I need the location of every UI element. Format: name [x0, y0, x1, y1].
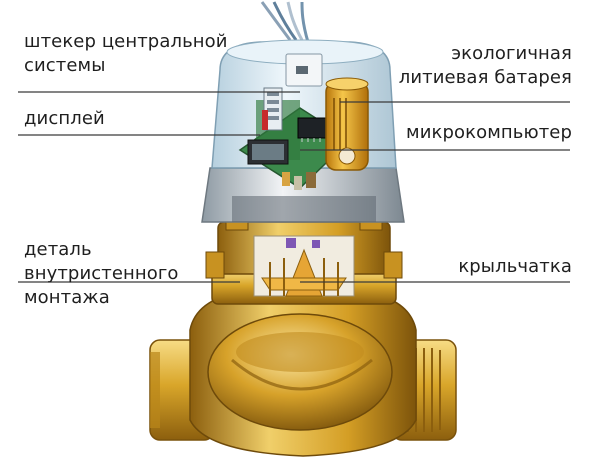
- label-base-part-line-3: монтажа: [24, 287, 110, 308]
- label-base-part-line-2: внутристенного: [24, 263, 179, 284]
- cable-wires: [260, 1, 310, 43]
- label-battery: экологичная литиевая батарея: [399, 42, 572, 90]
- leader-lines: [18, 91, 570, 283]
- label-base-part-line-1: деталь: [24, 239, 92, 260]
- label-connector: штекер центральной системы: [24, 30, 228, 78]
- impeller: [253, 235, 355, 297]
- label-display: дисплей: [24, 108, 105, 129]
- label-impeller: крыльчатка: [458, 256, 572, 277]
- label-connector-line-1: штекер центральной: [24, 31, 228, 52]
- label-microcomputer: микрокомпьютер: [406, 122, 572, 143]
- housing-ring: [201, 167, 405, 223]
- label-battery-line-2: литиевая батарея: [398, 67, 572, 88]
- label-base-part: деталь внутристенного монтажа: [24, 238, 179, 310]
- label-battery-line-1: экологичная: [451, 43, 572, 64]
- lithium-battery: [325, 77, 369, 171]
- electronics: [238, 87, 352, 190]
- label-connector-line-2: системы: [24, 55, 106, 76]
- flange-teeth: [205, 213, 403, 279]
